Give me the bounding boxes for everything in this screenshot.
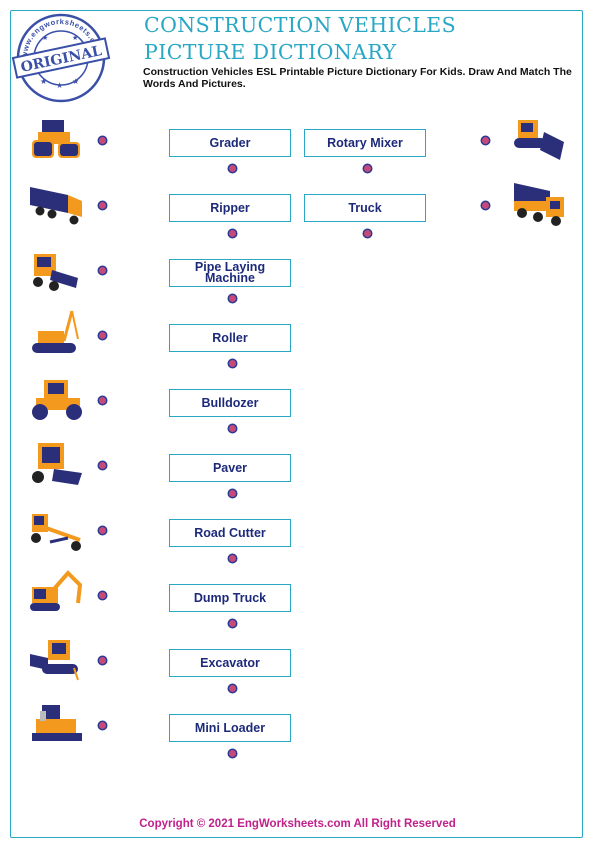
- grader-icon: [28, 504, 86, 554]
- word-box: Excavator: [169, 649, 291, 677]
- road-cutter-icon: [28, 244, 86, 294]
- word-box: Road Cutter: [169, 519, 291, 547]
- word-box: Roller: [169, 324, 291, 352]
- word-dot[interactable]: [229, 425, 236, 432]
- pipe-laying-machine-icon: [28, 309, 86, 359]
- word-box: Ripper: [169, 194, 291, 222]
- picture-dot[interactable]: [99, 657, 106, 664]
- word-dot[interactable]: [229, 165, 236, 172]
- word-dot[interactable]: [229, 230, 236, 237]
- title-line-2: PICTURE DICTIONARY: [144, 40, 397, 64]
- word-dot[interactable]: [229, 685, 236, 692]
- page-border: [10, 10, 583, 838]
- excavator-icon: [28, 569, 86, 619]
- picture-dot[interactable]: [482, 202, 489, 209]
- svg-text:★: ★: [72, 77, 79, 86]
- word-dot[interactable]: [364, 230, 371, 237]
- svg-text:★: ★: [42, 34, 48, 42]
- roller-icon: [28, 114, 86, 164]
- copyright-footer: Copyright © 2021 EngWorksheets.com All R…: [139, 818, 456, 830]
- paver-icon: [28, 699, 86, 749]
- page-title: CONSTRUCTION VEHICLES PICTURE DICTIONARY: [144, 12, 456, 66]
- word-dot[interactable]: [229, 360, 236, 367]
- picture-dot[interactable]: [99, 397, 106, 404]
- original-stamp: www.engworksheets.com ORIGINAL ★ ★ ★ ★ ★: [10, 12, 112, 104]
- word-box: Rotary Mixer: [304, 129, 426, 157]
- word-dot[interactable]: [229, 555, 236, 562]
- picture-dot[interactable]: [482, 137, 489, 144]
- mini-loader-icon: [28, 439, 86, 489]
- word-dot[interactable]: [229, 620, 236, 627]
- picture-dot[interactable]: [99, 202, 106, 209]
- picture-dot[interactable]: [99, 462, 106, 469]
- word-box: Bulldozer: [169, 389, 291, 417]
- bulldozer-icon: [510, 114, 568, 164]
- instructions: Construction Vehicles ESL Printable Pict…: [143, 66, 572, 90]
- picture-dot[interactable]: [99, 592, 106, 599]
- word-box: Grader: [169, 129, 291, 157]
- word-dot[interactable]: [229, 750, 236, 757]
- word-dot[interactable]: [229, 490, 236, 497]
- svg-text:★: ★: [40, 77, 47, 86]
- truck-icon: [510, 179, 568, 229]
- word-box: Pipe Laying Machine: [169, 259, 291, 287]
- word-box: Dump Truck: [169, 584, 291, 612]
- word-dot[interactable]: [229, 295, 236, 302]
- picture-dot[interactable]: [99, 527, 106, 534]
- grader-front-icon: [28, 374, 86, 424]
- word-dot[interactable]: [364, 165, 371, 172]
- dump-truck-icon: [28, 179, 86, 229]
- picture-dot[interactable]: [99, 267, 106, 274]
- word-box: Truck: [304, 194, 426, 222]
- picture-dot[interactable]: [99, 722, 106, 729]
- word-box: Mini Loader: [169, 714, 291, 742]
- word-box: Paver: [169, 454, 291, 482]
- svg-text:★: ★: [56, 81, 63, 90]
- ripper-icon: [28, 634, 86, 684]
- picture-dot[interactable]: [99, 332, 106, 339]
- picture-dot[interactable]: [99, 137, 106, 144]
- title-line-1: CONSTRUCTION VEHICLES: [144, 13, 457, 37]
- svg-text:★: ★: [72, 34, 78, 42]
